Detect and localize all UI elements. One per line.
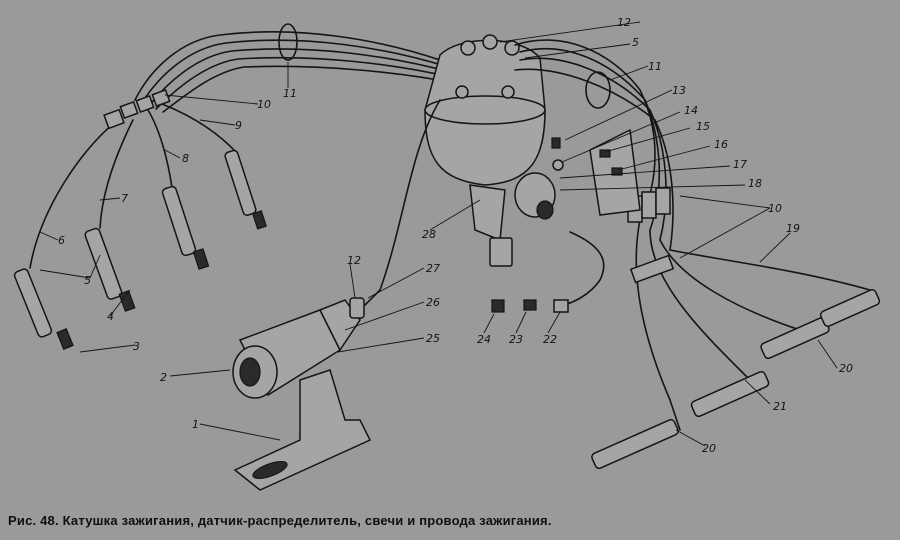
wire-clamp-right — [627, 187, 675, 284]
callout-20b: 20 — [702, 442, 716, 455]
callout-12b: 12 — [347, 254, 361, 267]
callout-13: 13 — [672, 84, 686, 97]
callout-26: 26 — [426, 296, 440, 309]
callout-12a: 12 — [617, 16, 631, 29]
small-parts — [551, 137, 623, 176]
callout-24: 24 — [477, 333, 491, 346]
callout-27: 27 — [426, 262, 440, 275]
callout-5a: 5 — [84, 274, 91, 287]
callout-28: 28 — [422, 228, 436, 241]
callout-3: 3 — [133, 340, 140, 353]
callout-14: 14 — [684, 104, 698, 117]
callout-22: 22 — [543, 333, 557, 346]
callout-11a: 11 — [283, 87, 297, 100]
left-wire-harness — [29, 31, 461, 269]
leader-lines — [39, 21, 838, 447]
callout-11b: 11 — [648, 60, 662, 73]
spark-plug-left-3 — [161, 185, 210, 270]
callout-4: 4 — [107, 310, 114, 323]
spark-plug-right-4 — [819, 289, 881, 327]
callout-5b: 5 — [632, 36, 639, 49]
callout-16: 16 — [714, 138, 728, 151]
callout-2: 2 — [160, 371, 167, 384]
callout-9: 9 — [235, 119, 242, 132]
spark-plug-right-1 — [591, 418, 679, 470]
callouts: 1 2 3 4 5 5 6 7 8 9 10 10 11 11 12 12 13… — [58, 16, 853, 455]
callout-19: 19 — [786, 222, 800, 235]
distributor — [424, 34, 556, 267]
figure-caption: Рис. 48. Катушка зажигания, датчик-распр… — [8, 513, 552, 528]
ring-clip-top — [278, 23, 298, 61]
spark-plug-left-1 — [13, 268, 74, 350]
callout-7: 7 — [121, 192, 128, 205]
callout-8: 8 — [182, 152, 189, 165]
callout-20a: 20 — [839, 362, 853, 375]
wire-clamp-left — [103, 89, 171, 130]
spark-plug-right-3 — [760, 316, 830, 360]
spark-plug-left-2 — [84, 227, 136, 312]
callout-10b: 10 — [768, 202, 782, 215]
callout-15: 15 — [696, 120, 710, 133]
callout-25: 25 — [426, 332, 440, 345]
low-voltage-wire — [491, 231, 605, 313]
ignition-coil — [232, 297, 372, 491]
callout-1: 1 — [192, 418, 199, 431]
callout-18: 18 — [748, 177, 762, 190]
callout-17: 17 — [733, 158, 747, 171]
callout-10a: 10 — [257, 98, 271, 111]
ring-clip-right — [585, 71, 611, 109]
callout-23: 23 — [509, 333, 523, 346]
ignition-system-diagram: 1 2 3 4 5 5 6 7 8 9 10 10 11 11 12 12 13… — [13, 16, 881, 491]
callout-6: 6 — [58, 234, 65, 247]
spark-plug-left-4 — [224, 149, 267, 230]
callout-21: 21 — [773, 400, 787, 413]
spark-plug-right-2 — [690, 370, 770, 418]
